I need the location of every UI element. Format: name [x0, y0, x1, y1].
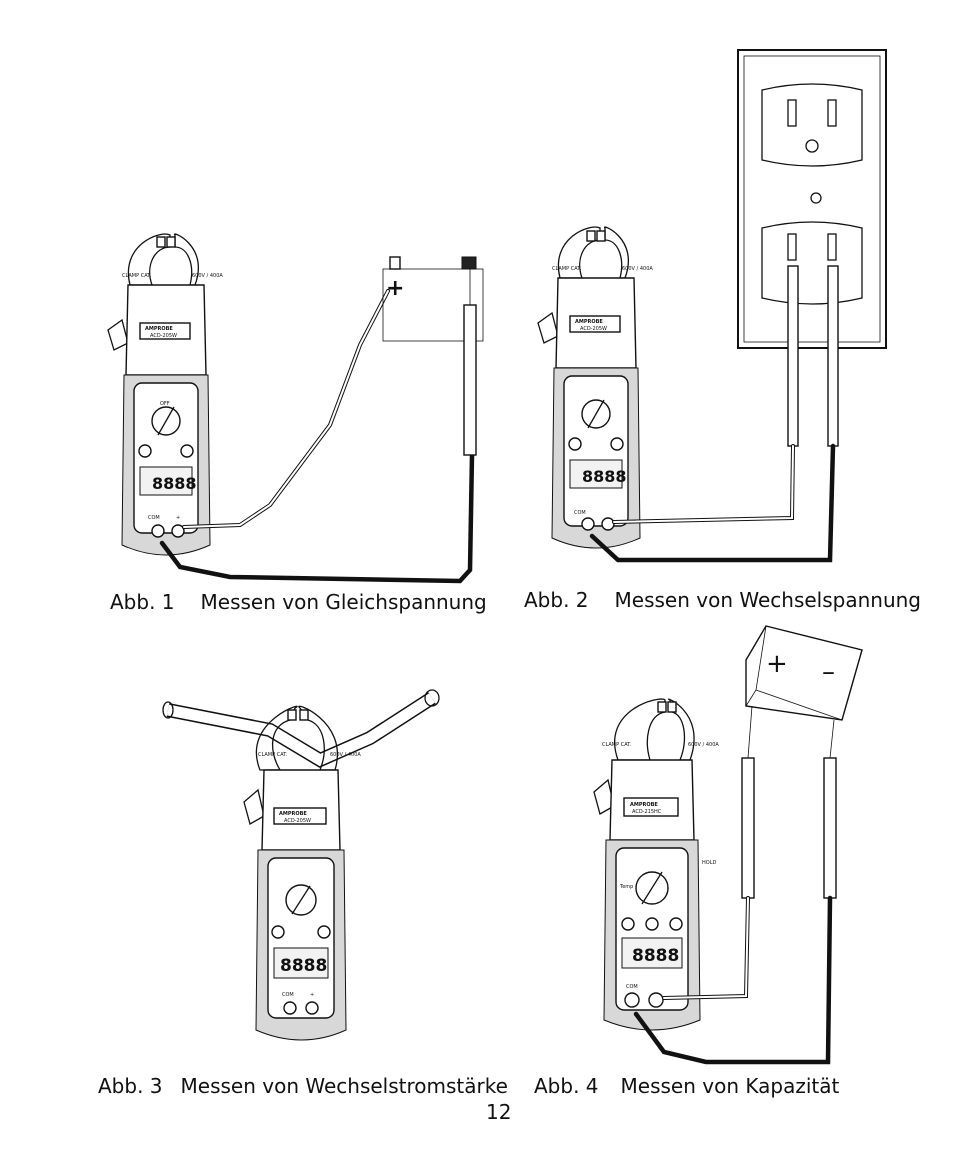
- probe-right: [827, 265, 839, 447]
- black-probe: [463, 304, 477, 456]
- rating-label-3: 600V / 400A: [330, 752, 361, 758]
- plus-label: +: [176, 515, 180, 521]
- range-button[interactable]: [138, 444, 152, 458]
- caption-2-number: Abb. 2: [524, 588, 589, 612]
- com-jack-4[interactable]: [624, 992, 640, 1008]
- lcd-display: [139, 466, 193, 496]
- plus-jack-3[interactable]: [305, 1001, 319, 1015]
- figure-1-illustration: CLAMP CAT. 600V / 400A AMPROBE ACD-205W …: [107, 233, 484, 584]
- figure-3-illustration: CLAMP CAT. 600V / 400A AMPROBE ACD-205W …: [162, 689, 440, 1041]
- lcd-digits: 8888: [152, 474, 197, 493]
- com-label-4: COM: [626, 984, 638, 990]
- plus-jack-2[interactable]: [601, 517, 615, 531]
- jaw-icon: [156, 236, 166, 248]
- battery-terminal-neg: [461, 256, 477, 270]
- probe-black: [823, 757, 837, 899]
- outlet-slot-3: [787, 233, 797, 261]
- figure-4-illustration: + – CLAMP CAT. 600V / 400A AMPROBE ACD-2…: [593, 625, 863, 1065]
- brand-text: AMPROBE: [145, 326, 173, 332]
- model-text-2: ACD-205W: [580, 326, 607, 332]
- rating-label-2: 600V / 400A: [622, 266, 653, 272]
- battery: [382, 268, 484, 342]
- outlet-screw: [810, 192, 822, 204]
- probe-red: [741, 757, 755, 899]
- figure-4: + – CLAMP CAT. 600V / 400A AMPROBE ACD-2…: [560, 620, 880, 1070]
- conductor-cable: [166, 693, 435, 767]
- rating-label: 600V / 400A: [192, 273, 223, 279]
- caption-2: Abb. 2 Messen von Wechselspannung: [524, 588, 921, 612]
- battery-terminal-pos: [389, 256, 401, 270]
- off-label: OFF: [160, 401, 170, 407]
- caption-3-number: Abb. 3: [98, 1074, 163, 1098]
- com-label: COM: [148, 515, 160, 521]
- battery-plus-sign: +: [386, 276, 404, 301]
- plus-label-3: +: [310, 992, 314, 998]
- caption-1: Abb. 1 Messen von Gleichspannung: [110, 590, 487, 614]
- outlet-socket-bottom: [761, 221, 863, 305]
- caption-3-text: Messen von Wechselstromstärke: [180, 1074, 508, 1098]
- dial-pointer: [157, 406, 175, 436]
- outlet-plate-outer: [737, 49, 887, 349]
- com-label-2: COM: [574, 510, 586, 516]
- jaw-icon-2: [166, 236, 176, 248]
- clamp-label: CLAMP CAT.: [122, 273, 152, 279]
- range-button-4[interactable]: [621, 917, 635, 931]
- caption-4-number: Abb. 4: [534, 1074, 599, 1098]
- caption-3: Abb. 3 Messen von Wechselstromstärke: [98, 1074, 508, 1098]
- model-text-3: ACD-205W: [284, 818, 311, 824]
- brand-plate: [139, 322, 191, 340]
- caption-4-text: Messen von Kapazität: [620, 1074, 840, 1098]
- hold-side-label: HOLD: [702, 860, 716, 866]
- clamp-label-4: CLAMP CAT.: [602, 742, 632, 748]
- ncv-button-3[interactable]: [317, 925, 331, 939]
- page-number: 12: [486, 1100, 512, 1124]
- caption-1-text: Messen von Gleichspannung: [200, 590, 487, 614]
- outlet-socket-top: [761, 83, 863, 167]
- ncv-button-4[interactable]: [669, 917, 683, 931]
- caption-4: Abb. 4 Messen von Kapazität: [534, 1074, 839, 1098]
- ncv-button-2[interactable]: [610, 437, 624, 451]
- lcd-digits-4: 8888: [632, 946, 679, 966]
- outlet-slot-4: [827, 233, 837, 261]
- figure-1: CLAMP CAT. 600V / 400A AMPROBE ACD-205W …: [100, 225, 500, 585]
- outlet-slot-2: [827, 99, 837, 127]
- model-text: ACD-205W: [150, 333, 177, 339]
- clamp-jaw-right: [174, 233, 199, 286]
- cable-end-right: [424, 689, 440, 707]
- com-label-3: COM: [282, 992, 294, 998]
- outlet-slot: [787, 99, 797, 127]
- brand-text-4: AMPROBE: [630, 802, 658, 808]
- com-jack-3[interactable]: [283, 1001, 297, 1015]
- range-button-3[interactable]: [271, 925, 285, 939]
- capacitor-minus-sign: –: [822, 657, 835, 687]
- figure-2: CLAMP CAT. 600V / 400A AMPROBE ACD-205W …: [530, 48, 900, 578]
- figure-2-illustration: CLAMP CAT. 600V / 400A AMPROBE ACD-205W …: [537, 49, 887, 563]
- temp-label: Temp: [619, 884, 633, 890]
- plus-jack-4[interactable]: [648, 992, 664, 1008]
- outlet-ground: [805, 139, 819, 153]
- zero-button-4[interactable]: [645, 917, 659, 931]
- com-jack[interactable]: [151, 524, 165, 538]
- outlet-plate-inner: [743, 55, 881, 343]
- ncv-button[interactable]: [180, 444, 194, 458]
- capacitor-plus-sign: +: [766, 649, 788, 679]
- clamp-trigger: [107, 318, 129, 351]
- caption-2-text: Messen von Wechselspannung: [614, 588, 921, 612]
- rating-label-4: 600V / 400A: [688, 742, 719, 748]
- caption-1-number: Abb. 1: [110, 590, 175, 614]
- model-text-4: ACD-215HC: [632, 809, 662, 815]
- figure-3: CLAMP CAT. 600V / 400A AMPROBE ACD-205W …: [160, 689, 460, 1050]
- clamp-label-2: CLAMP CAT.: [552, 266, 582, 272]
- clamp-jaw-left: [127, 233, 171, 286]
- range-button-2[interactable]: [568, 437, 582, 451]
- cable-end-left: [162, 701, 174, 719]
- clamp-label-3: CLAMP CAT.: [258, 752, 288, 758]
- lcd-digits-3: 8888: [280, 956, 327, 976]
- com-jack-2[interactable]: [581, 517, 595, 531]
- brand-text-2: AMPROBE: [575, 319, 603, 325]
- plus-jack[interactable]: [171, 524, 185, 538]
- lcd-digits-2: 8888: [582, 467, 627, 486]
- probe-left: [787, 265, 799, 447]
- brand-text-3: AMPROBE: [279, 811, 307, 817]
